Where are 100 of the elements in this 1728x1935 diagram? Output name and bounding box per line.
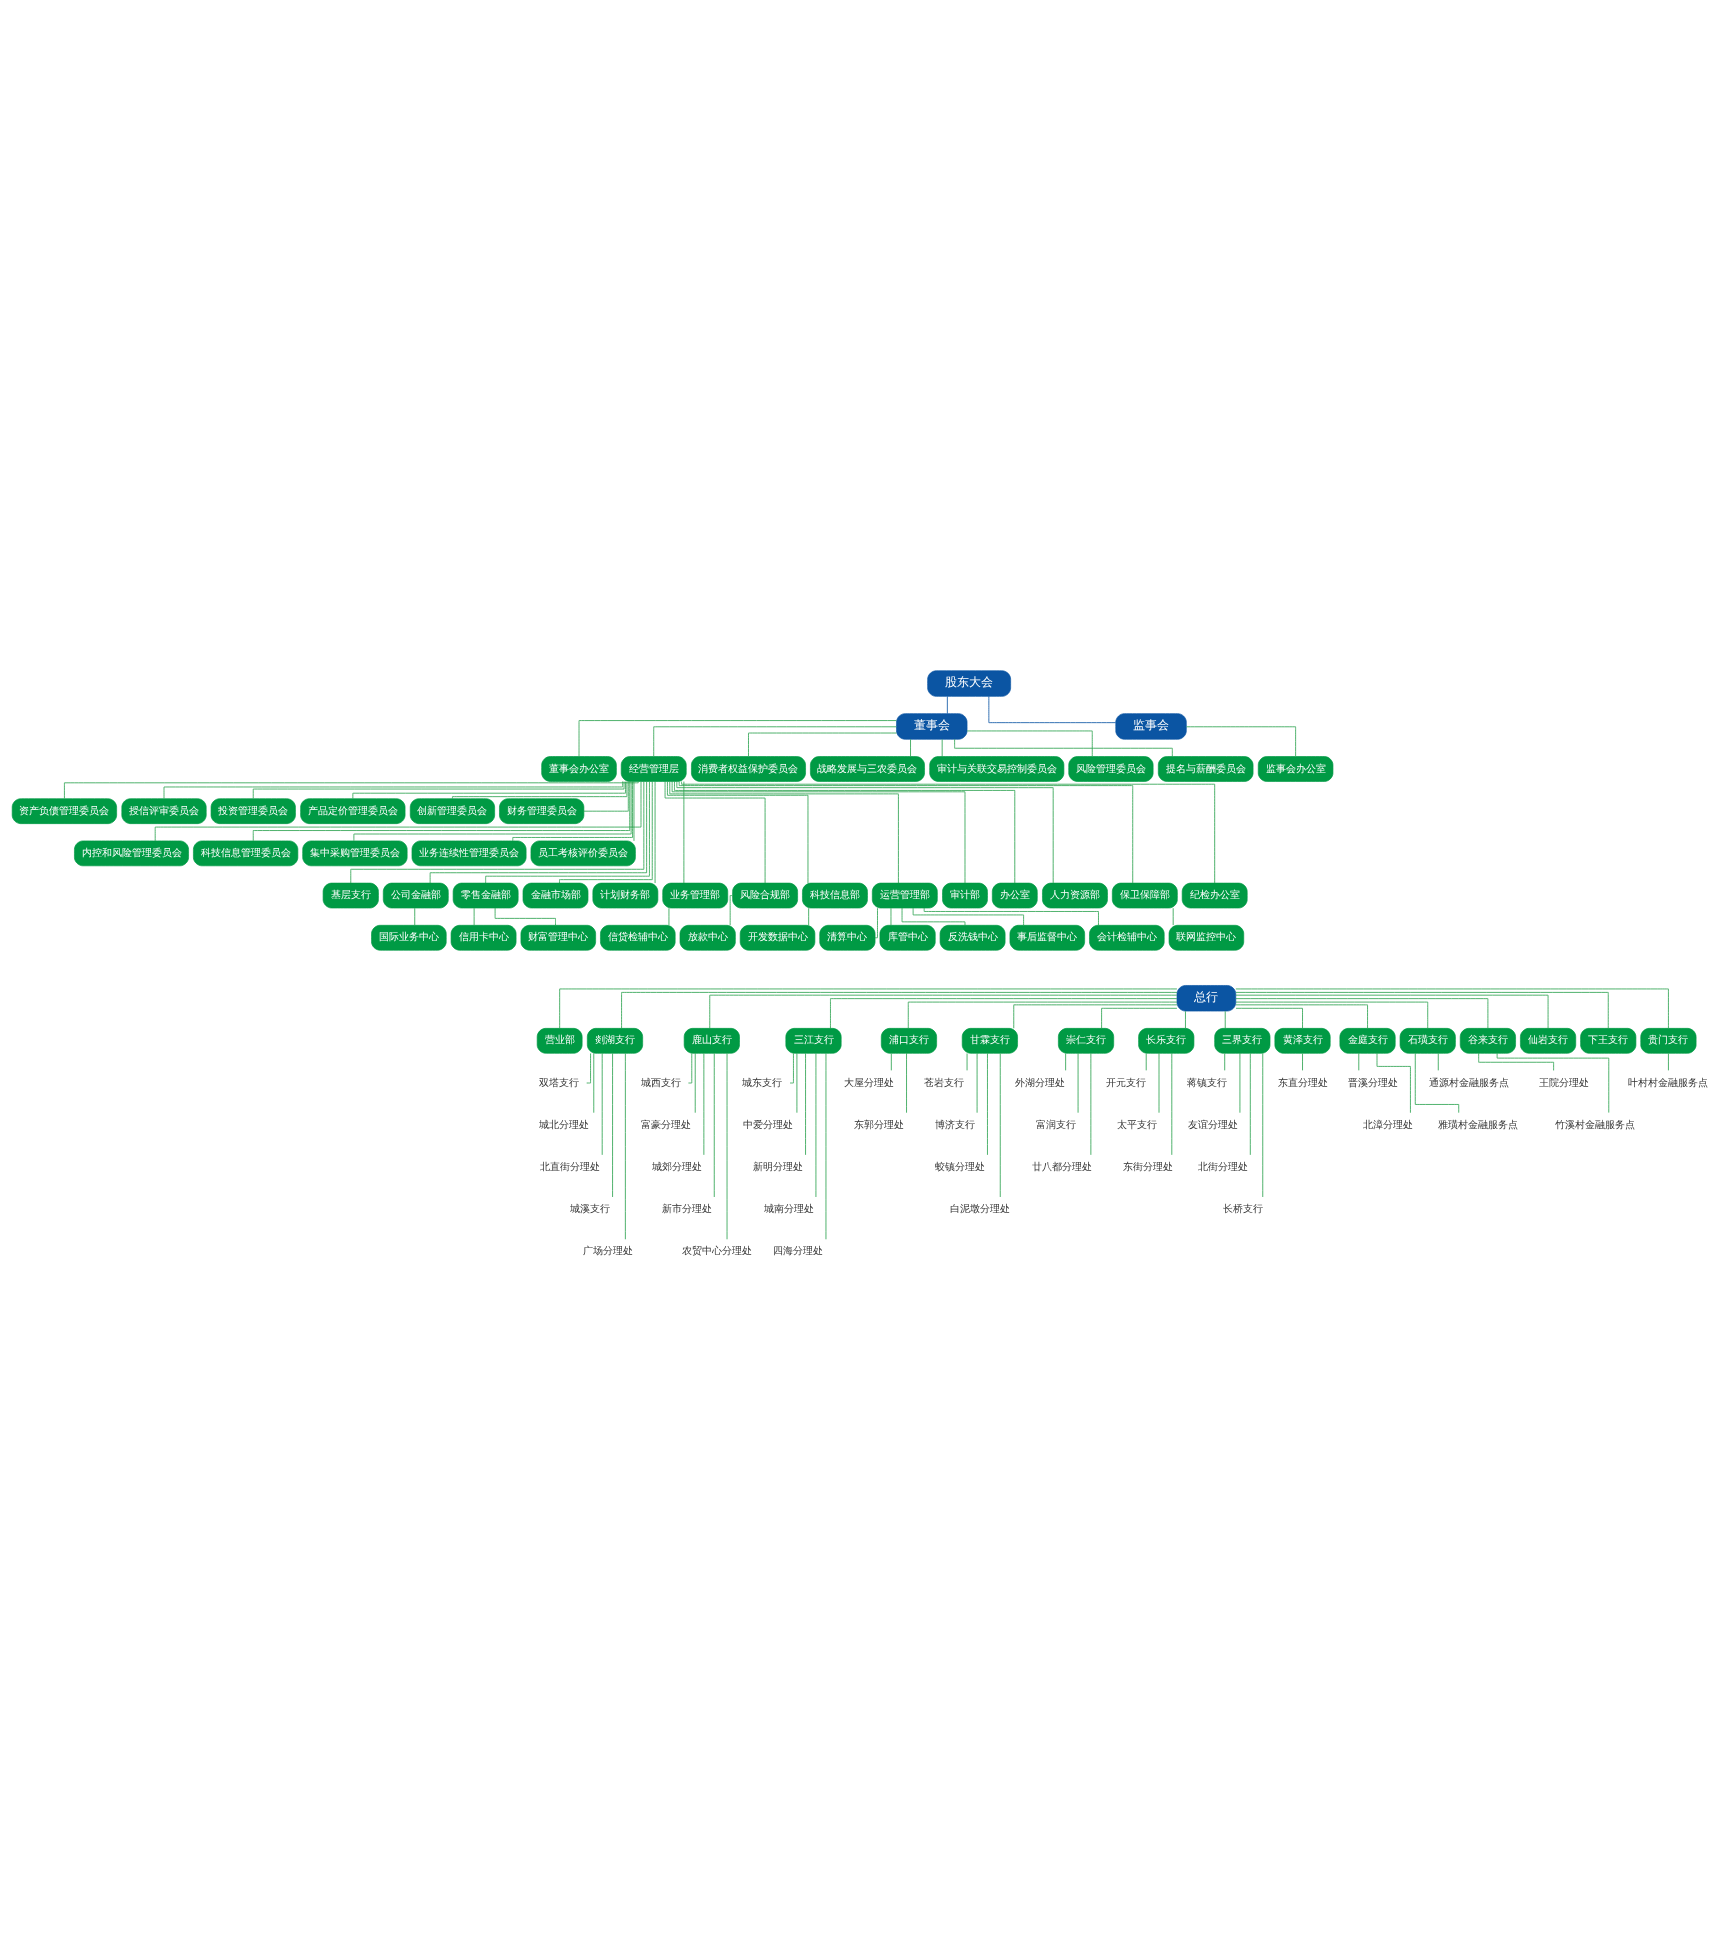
- node-box: 董事会: [896, 713, 968, 740]
- connector: [352, 781, 626, 800]
- connector: [988, 695, 1117, 724]
- connector: [815, 1053, 817, 1198]
- node-text: 竹溪村金融服务点: [1555, 1118, 1636, 1130]
- node-box: 内控和风险管理委员会: [74, 840, 189, 867]
- node-text: 城溪支行: [570, 1203, 611, 1215]
- connector: [494, 907, 556, 926]
- node-box: 浦口支行: [880, 1028, 937, 1054]
- connector: [1235, 992, 1609, 1029]
- node-box: 监事会办公室: [1257, 756, 1334, 782]
- connector: [907, 1001, 1178, 1029]
- node-box: 事后监督中心: [1009, 924, 1085, 951]
- node-box: 经营管理层: [620, 756, 687, 782]
- connector: [1158, 1052, 1160, 1114]
- connector: [709, 994, 1178, 1029]
- connector: [1235, 1001, 1429, 1029]
- connector: [1224, 1053, 1226, 1071]
- node-box: 三江支行: [785, 1028, 842, 1054]
- connector: [1235, 1007, 1303, 1029]
- node-box: 纪检办公室: [1181, 882, 1248, 909]
- connector: [1090, 1053, 1092, 1156]
- connector: [713, 1053, 715, 1198]
- connector: [452, 781, 628, 800]
- connector: [252, 781, 631, 842]
- connector: [664, 781, 766, 884]
- connector: [694, 1052, 696, 1114]
- connector: [633, 781, 635, 842]
- connector: [703, 1053, 705, 1156]
- connector: [601, 1053, 603, 1156]
- connector: [653, 726, 897, 757]
- connector: [796, 1052, 798, 1114]
- connector: [987, 1053, 988, 1156]
- node-box: 仙岩支行: [1520, 1028, 1577, 1054]
- node-box: 集中采购管理委员会: [302, 840, 408, 867]
- connector: [485, 781, 650, 884]
- connector: [429, 781, 648, 884]
- connector: [681, 781, 1216, 884]
- connector: [671, 781, 966, 884]
- connector: [1376, 1052, 1411, 1114]
- node-text: 东郭分理处: [854, 1118, 905, 1130]
- connector: [612, 1053, 613, 1198]
- connector: [163, 781, 624, 799]
- connector: [578, 720, 897, 757]
- connector: [512, 781, 633, 842]
- connector: [667, 781, 809, 884]
- node-box: 财务管理委员会: [499, 798, 585, 824]
- node-box: 科技信息管理委员会: [193, 840, 299, 867]
- connector: [808, 907, 810, 926]
- connector: [678, 781, 1134, 884]
- node-box: 审计与关联交易控制委员会: [929, 756, 1065, 782]
- connector: [593, 1052, 595, 1114]
- node-box: 营业部: [536, 1028, 583, 1054]
- connector: [1235, 994, 1549, 1029]
- node-box: 零售金融部: [452, 882, 519, 909]
- connector: [583, 781, 629, 812]
- connector: [1262, 1053, 1264, 1198]
- node-text: 农贸中心分理处: [681, 1245, 752, 1257]
- node-text: 新市分理处: [661, 1203, 712, 1215]
- connector: [912, 907, 1025, 926]
- node-text: 北直街分理处: [540, 1160, 601, 1172]
- node-text: 苍岩支行: [924, 1076, 965, 1088]
- node-box: 谷来支行: [1459, 1028, 1516, 1054]
- node-text: 富润支行: [1035, 1118, 1076, 1130]
- connector: [1101, 1007, 1178, 1029]
- node-text: 蒋镇支行: [1187, 1076, 1228, 1088]
- node-box: 创新管理委员会: [409, 798, 495, 824]
- node-box: 金庭支行: [1339, 1028, 1396, 1054]
- node-box: 放款中心: [679, 924, 736, 951]
- node-box: 科技信息部: [802, 882, 868, 909]
- node-box: 资产负债管理委员会: [11, 798, 117, 824]
- node-box: 提名与薪酬委员会: [1157, 756, 1254, 782]
- connector: [1145, 1053, 1147, 1071]
- node-box: 公司金融部: [382, 882, 449, 909]
- node-box: 黄泽支行: [1274, 1028, 1331, 1054]
- node-box: 长乐支行: [1138, 1028, 1195, 1054]
- connector: [1235, 988, 1669, 1029]
- connector: [726, 1052, 728, 1240]
- node-text: 城东支行: [742, 1076, 783, 1088]
- connector: [830, 998, 1178, 1029]
- connector: [559, 988, 1178, 1029]
- node-box: 清算中心: [819, 924, 876, 951]
- node-text: 北漳分理处: [1362, 1118, 1413, 1130]
- connector: [1235, 1004, 1368, 1029]
- node-box: 保卫保障部: [1111, 882, 1178, 909]
- node-box: 投资管理委员会: [210, 798, 296, 824]
- connector: [941, 739, 943, 757]
- connector: [654, 781, 656, 884]
- node-text: 中爱分理处: [742, 1118, 793, 1130]
- node-text: 城郊分理处: [651, 1160, 702, 1172]
- node-box: 产品定价管理委员会: [300, 798, 406, 824]
- node-box: 基层支行: [322, 882, 379, 909]
- node-text: 白泥墩分理处: [950, 1203, 1011, 1215]
- node-text: 太平支行: [1116, 1118, 1157, 1130]
- node-text: 东街分理处: [1122, 1160, 1173, 1172]
- node-box: 运营管理部: [871, 882, 938, 909]
- connector: [890, 1053, 892, 1071]
- connector: [825, 1052, 827, 1240]
- connector: [748, 732, 897, 757]
- node-box: 国际业务中心: [371, 924, 447, 951]
